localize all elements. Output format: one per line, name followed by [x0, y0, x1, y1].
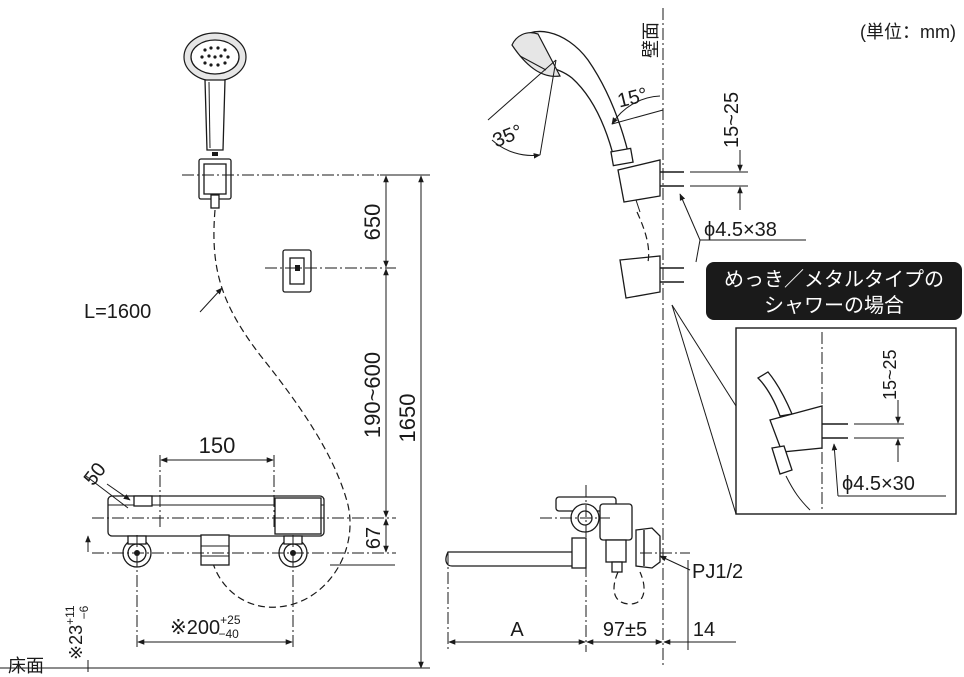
- mixer-body-side: [445, 496, 661, 605]
- callout-metal-type: めっき／メタルタイプの シャワーの場合: [706, 262, 962, 320]
- dim-15-25-side: 15~25: [721, 92, 743, 148]
- dim-650: 650: [360, 204, 385, 241]
- dim-150: 150: [199, 433, 236, 458]
- shower-head-front: [183, 32, 247, 156]
- side-view: 壁面 (単位：mm) 35° 15°: [445, 8, 962, 668]
- shower-holder-lower: [282, 249, 312, 293]
- detail-box: 15~25 ϕ4.5×30: [735, 327, 957, 515]
- pj-label: PJ1/2: [692, 561, 743, 583]
- holder-lower-side: [619, 255, 684, 299]
- dim-67: 67: [363, 527, 385, 549]
- hose-length-label: L=1600: [84, 301, 151, 323]
- hose-path: [211, 209, 351, 608]
- dim-23: ※23+11−6: [63, 605, 91, 660]
- wall-label: 壁面: [641, 22, 661, 58]
- front-view: 650 190~600 1650 67 150 50 ※200+25−40 ※2…: [0, 32, 430, 676]
- dim-97: 97±5: [603, 619, 647, 641]
- dim-200: ※200+25−40: [170, 613, 241, 641]
- dim-15-25-detail: 15~25: [880, 349, 900, 400]
- floor-label: 床面: [8, 656, 44, 676]
- dim-A: A: [510, 619, 524, 641]
- screw-38-label: ϕ4.5×38: [704, 219, 777, 241]
- dim-14: 14: [693, 619, 715, 641]
- shower-head-side: [511, 30, 634, 167]
- screw-30-label: ϕ4.5×30: [842, 473, 915, 495]
- unit-note: (単位：mm): [860, 22, 956, 42]
- angle-15: 15°: [615, 84, 650, 113]
- callout-line-2: シャワーの場合: [764, 294, 904, 317]
- dim-1650: 1650: [395, 394, 420, 443]
- shower-holder-upper: [198, 158, 232, 209]
- callout-line-1: めっき／メタルタイプの: [724, 268, 944, 291]
- holder-upper-side: [617, 159, 684, 213]
- dim-190-600: 190~600: [360, 352, 385, 438]
- dim-50: 50: [80, 459, 111, 490]
- mixer-body-front: [107, 495, 325, 568]
- angle-35: 35°: [490, 121, 526, 153]
